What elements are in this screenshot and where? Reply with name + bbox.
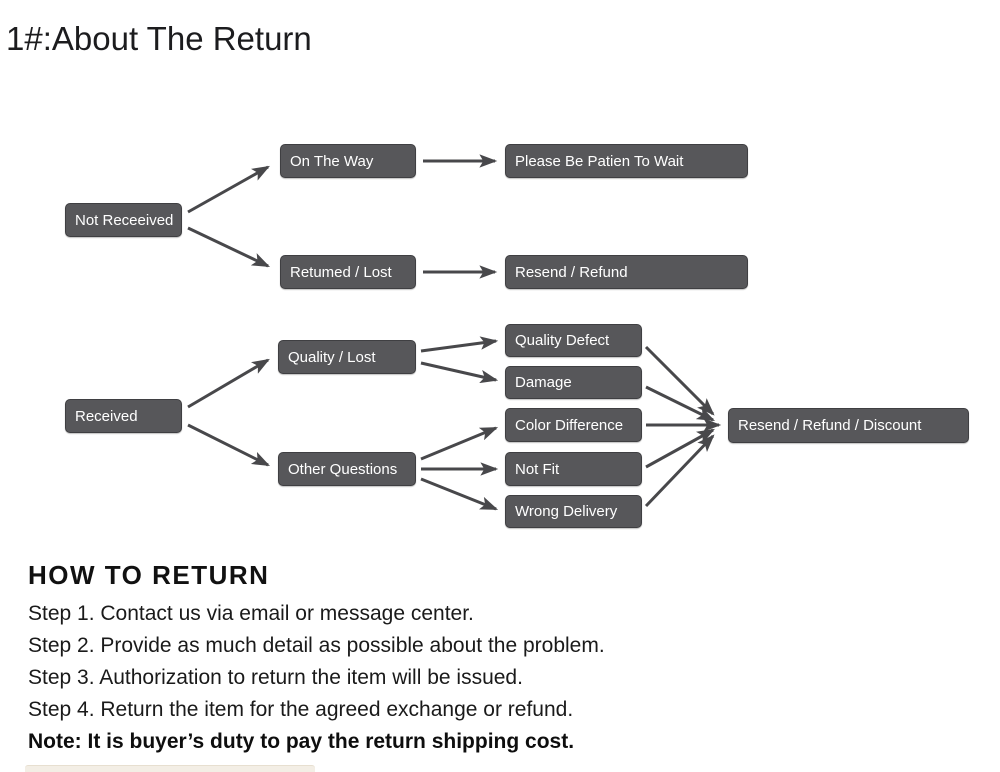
arrow-not-received-to-returned-lost [187, 226, 271, 268]
step-1: Step 1. Contact us via email or message … [28, 602, 474, 625]
node-quality-defect: Quality Defect [505, 324, 642, 357]
node-not-fit: Not Fit [505, 452, 642, 486]
arrow-other-questions-to-color-difference [420, 426, 499, 461]
arrow-received-to-quality-lost [187, 358, 270, 409]
node-received: Received [65, 399, 182, 433]
arrow-not-fit-to-discount [645, 428, 715, 469]
node-quality-lost: Quality / Lost [278, 340, 416, 374]
step-2: Step 2. Provide as much detail as possib… [28, 634, 605, 657]
how-to-return-section: HOW TO RETURN Step 1. Contact us via ema… [28, 560, 605, 758]
node-wrong-delivery: Wrong Delivery [505, 495, 642, 528]
node-returned-lost: Retumed / Lost [280, 255, 416, 289]
arrow-quality-lost-to-quality-defect [420, 336, 499, 353]
arrow-received-to-other-questions [187, 423, 271, 467]
how-to-return-heading: HOW TO RETURN [28, 560, 270, 590]
arrow-wrong-delivery-to-discount [644, 434, 715, 508]
node-damage: Damage [505, 366, 642, 399]
step-3: Step 3. Authorization to return the item… [28, 666, 523, 689]
node-please-be-patient: Please Be Patien To Wait [505, 144, 748, 178]
arrow-not-received-to-on-the-way [187, 165, 270, 214]
step-4: Step 4. Return the item for the agreed e… [28, 698, 574, 721]
flowchart-arrows [187, 154, 722, 511]
node-resend-refund: Resend / Refund [505, 255, 748, 289]
arrow-quality-lost-to-damage [420, 361, 499, 384]
node-on-the-way: On The Way [280, 144, 416, 178]
arrow-other-questions-to-wrong-delivery [420, 477, 499, 511]
page-title: 1#:About The Return [6, 20, 312, 57]
arrow-quality-defect-to-discount [644, 345, 715, 416]
node-not-received: Not Receeived [65, 203, 182, 237]
arrow-damage-to-discount [645, 385, 716, 422]
node-other-questions: Other Questions [278, 452, 416, 486]
node-resend-refund-discount: Resend / Refund / Discount [728, 408, 969, 443]
node-color-difference: Color Difference [505, 408, 642, 442]
note-line: Note: It is buyer’s duty to pay the retu… [28, 730, 575, 753]
bottom-partial-bar [25, 765, 315, 772]
